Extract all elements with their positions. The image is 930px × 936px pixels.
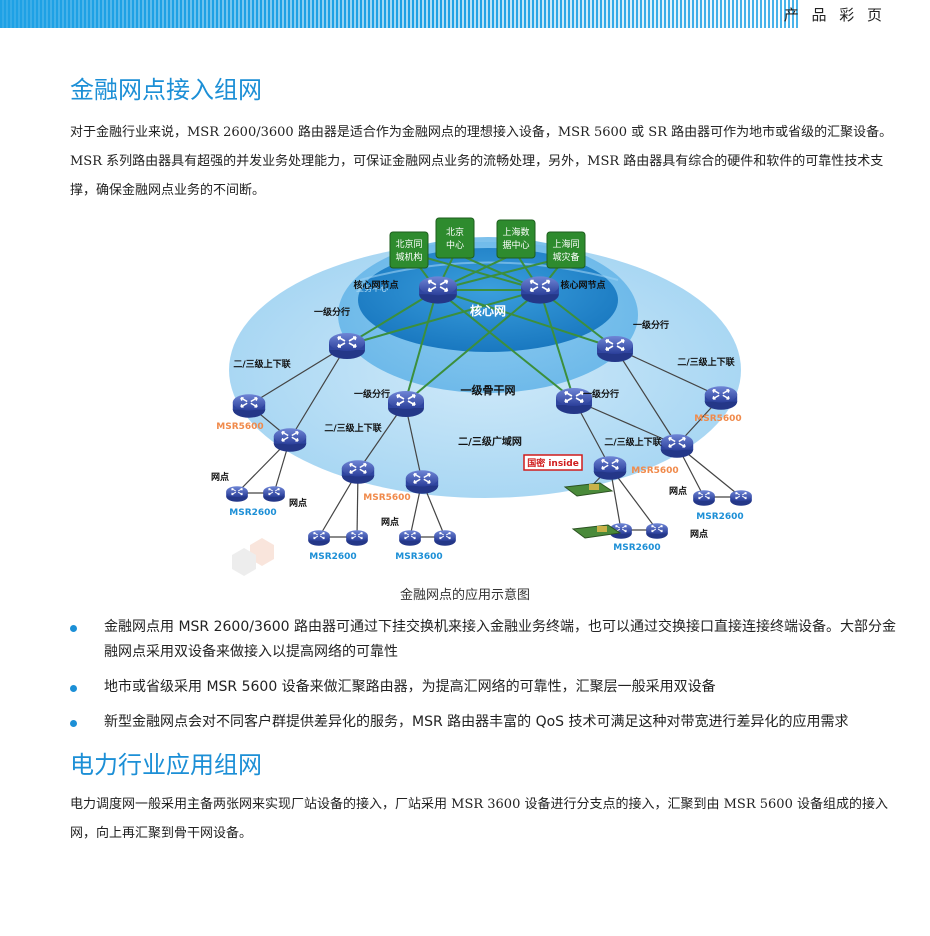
msr5600-left2-icon [273, 427, 307, 453]
outlet-label-a: 网点 [211, 471, 229, 483]
svg-text:上海数: 上海数 [502, 226, 529, 238]
core-network-label: 核心网 [470, 303, 506, 318]
msr2600-b-icon [262, 485, 286, 503]
model-label-msr5600-gm: MSR5600 [631, 466, 678, 476]
core-node-label-right: 核心网节点 [560, 279, 605, 291]
bullet-item: 地市或省级采用 MSR 5600 设备来做汇聚路由器，为提高汇网络的可靠性，汇聚… [70, 675, 900, 700]
level23-link-label-c: 二/三级上下联 [604, 436, 662, 448]
msr2600-c-icon [307, 529, 331, 547]
decorative-hexagons [232, 538, 274, 576]
msr5600-right-icon [704, 385, 738, 411]
model-label-msr2600-d: MSR2600 [696, 512, 743, 522]
bullet-item: 新型金融网点会对不同客户群提供差异化的服务，MSR 路由器丰富的 QoS 技术可… [70, 710, 900, 735]
svg-text:城机构: 城机构 [395, 251, 422, 263]
center-box-bj-center: 北京 中心 [435, 217, 475, 259]
msr5600-right2-icon [660, 433, 694, 459]
wan-label: 二/三级广域网 [458, 435, 522, 448]
level1-branch-right-icon [596, 335, 634, 363]
msr5600-left-icon [232, 393, 266, 419]
level1-branch-label-c: 一级分行 [354, 388, 390, 400]
bullet-dot-icon [70, 685, 77, 692]
core-router-right-icon [520, 275, 560, 305]
core-node-label-left: 核心网节点 [353, 279, 398, 291]
backbone-label: 一级骨干网 [461, 383, 516, 397]
outlet-label-b: 网点 [289, 497, 307, 509]
svg-text:据中心: 据中心 [502, 239, 529, 251]
top-banner: 产 品 彩 页 [0, 0, 930, 28]
msr5600-mid-icon [341, 459, 375, 485]
bullet-dot-icon [70, 625, 77, 632]
msr5600-gm-icon [593, 455, 627, 481]
level1-branch-label-a: 一级分行 [314, 306, 350, 318]
level23-link-label-b: 二/三级上下联 [324, 422, 382, 434]
msr2600-h-icon [729, 489, 753, 507]
msr2600-g-icon [692, 489, 716, 507]
model-label-msr2600-c: MSR2600 [613, 543, 660, 553]
model-label-msr2600-a: MSR2600 [229, 508, 276, 518]
outlet-label-e: 网点 [690, 528, 708, 540]
section-title-finance: 金融网点接入组网 [70, 76, 262, 104]
finance-paragraph: 对于金融行业来说，MSR 2600/3600 路由器是适合作为金融网点的理想接入… [70, 125, 893, 198]
level1-branch-label-b: 一级分行 [633, 319, 669, 331]
model-label-msr5600-left: MSR5600 [216, 422, 263, 432]
level1-branch-mid-left-icon [387, 390, 425, 418]
banner-gradient [0, 0, 800, 28]
page-header-label: 产 品 彩 页 [783, 6, 886, 24]
bullet-list: 金融网点用 MSR 2600/3600 路由器可通过下挂交换机来接入金融业务终端… [70, 615, 900, 745]
center-box-sh-backup: 上海同 城灾备 [546, 231, 586, 269]
svg-text:上海同: 上海同 [552, 238, 579, 250]
model-label-msr3600: MSR3600 [395, 552, 442, 562]
level1-branch-left-icon [328, 332, 366, 360]
center-box-bj-tongcheng: 北京同 城机构 [389, 231, 429, 269]
svg-text:城灾备: 城灾备 [552, 251, 579, 263]
bullet-dot-icon [70, 720, 77, 727]
level1-branch-label-d: 一级分行 [583, 388, 619, 400]
msr3600-b-icon [433, 529, 457, 547]
outlet-label-c: 网点 [381, 516, 399, 528]
core-router-left-icon [418, 275, 458, 305]
model-label-msr5600-right: MSR5600 [694, 414, 741, 424]
svg-text:中心: 中心 [446, 239, 464, 251]
msr5600-mid2-icon [405, 469, 439, 495]
msr2600-f-icon [645, 522, 669, 540]
level23-link-label-a: 二/三级上下联 [233, 358, 291, 370]
model-label-msr5600-mid: MSR5600 [363, 493, 410, 503]
center-box-sh-datacenter: 上海数 据中心 [496, 219, 536, 259]
svg-text:北京同: 北京同 [395, 238, 422, 250]
model-label-msr2600-b: MSR2600 [309, 552, 356, 562]
msr3600-a-icon [398, 529, 422, 547]
bullet-item: 金融网点用 MSR 2600/3600 路由器可通过下挂交换机来接入金融业务终端… [70, 615, 900, 665]
business-center-label: 业务中心 [356, 283, 388, 293]
svg-text:国密 inside: 国密 inside [527, 457, 579, 469]
diagram-caption: 金融网点的应用示意图 [399, 588, 530, 603]
svg-text:北京: 北京 [446, 226, 464, 238]
msr2600-d-icon [345, 529, 369, 547]
section-title-power: 电力行业应用组网 [70, 751, 262, 779]
msr2600-a-icon [225, 485, 249, 503]
line-card-icons [563, 482, 622, 539]
level23-link-label-d: 二/三级上下联 [677, 356, 735, 368]
power-paragraph: 电力调度网一般采用主备两张网来实现厂站设备的接入，厂站采用 MSR 3600 设… [70, 797, 888, 841]
outlet-label-d: 网点 [669, 485, 687, 497]
network-diagram: 北京同 城机构 北京 中心 上海数 据中心 上海同 城灾备 [211, 217, 753, 576]
gm-inside-badge: 国密 inside [523, 454, 583, 471]
